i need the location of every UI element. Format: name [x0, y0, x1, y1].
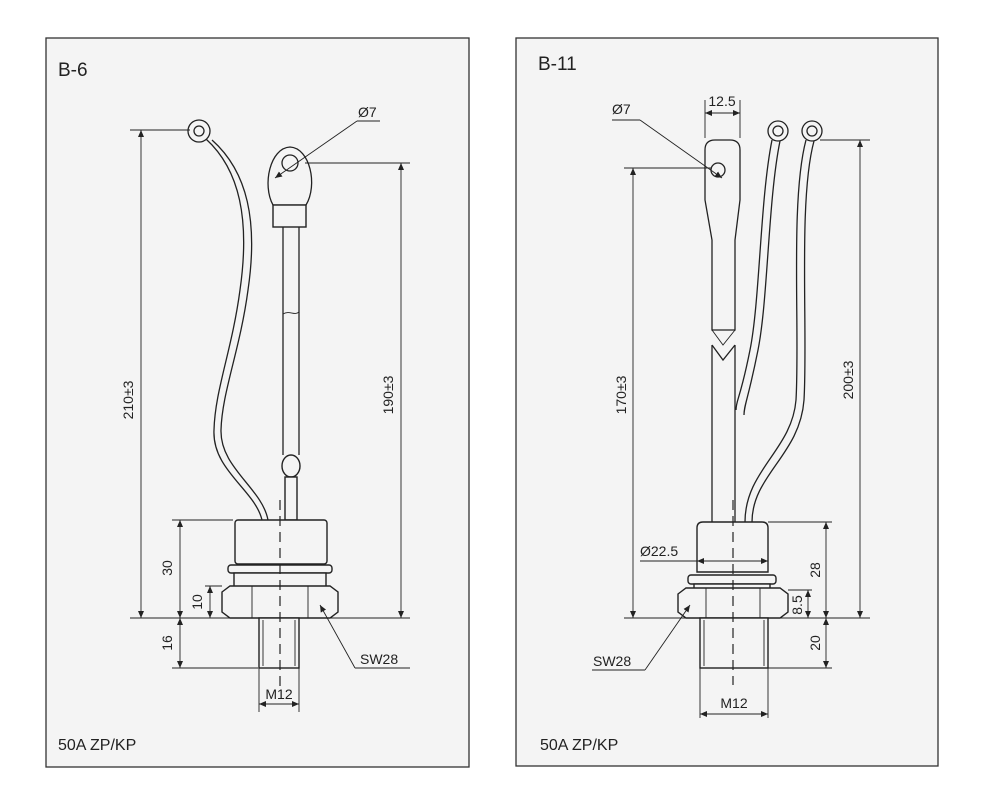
dim-terminal-width: 12.5	[708, 93, 735, 109]
gate-leads	[735, 120, 823, 523]
dim-body-diameter: Ø22.5	[640, 543, 678, 559]
dim-nut-height: 8.5	[789, 595, 805, 615]
dim-hole-diameter: Ø7	[358, 104, 377, 120]
dim-gate-length: 200±3	[840, 360, 856, 399]
main-terminal	[704, 139, 741, 522]
device-body	[221, 500, 339, 690]
dim-body-height: 28	[807, 562, 823, 578]
dim-body-height: 30	[159, 560, 175, 576]
dim-thread-length: 20	[807, 635, 823, 651]
panel-footer: 50A ZP/KP	[540, 737, 618, 754]
main-terminal	[267, 146, 313, 521]
dim-thread-size: M12	[720, 695, 747, 711]
panel-frame	[45, 37, 470, 768]
panel-b6: B-6	[45, 37, 470, 768]
dim-main-length: 190±3	[380, 375, 396, 414]
dim-gate-length: 210±3	[120, 380, 136, 419]
panel-title: B-11	[538, 54, 577, 75]
panel-footer: 50A ZP/KP	[58, 737, 136, 754]
dim-thread-length: 16	[159, 635, 175, 651]
dim-main-length: 170±3	[613, 375, 629, 414]
dim-nut-height: 10	[189, 594, 205, 610]
dim-wrench-size: SW28	[360, 651, 398, 667]
dim-thread-size: M12	[265, 686, 292, 702]
gate-lead	[187, 119, 269, 521]
dim-hole-diameter: Ø7	[612, 101, 631, 117]
panel-title: B-6	[58, 60, 88, 81]
dim-wrench-size: SW28	[593, 653, 631, 669]
panel-b11: B-11	[515, 37, 939, 767]
dimensions-b6	[130, 120, 410, 712]
dimensions-b11	[592, 100, 870, 718]
